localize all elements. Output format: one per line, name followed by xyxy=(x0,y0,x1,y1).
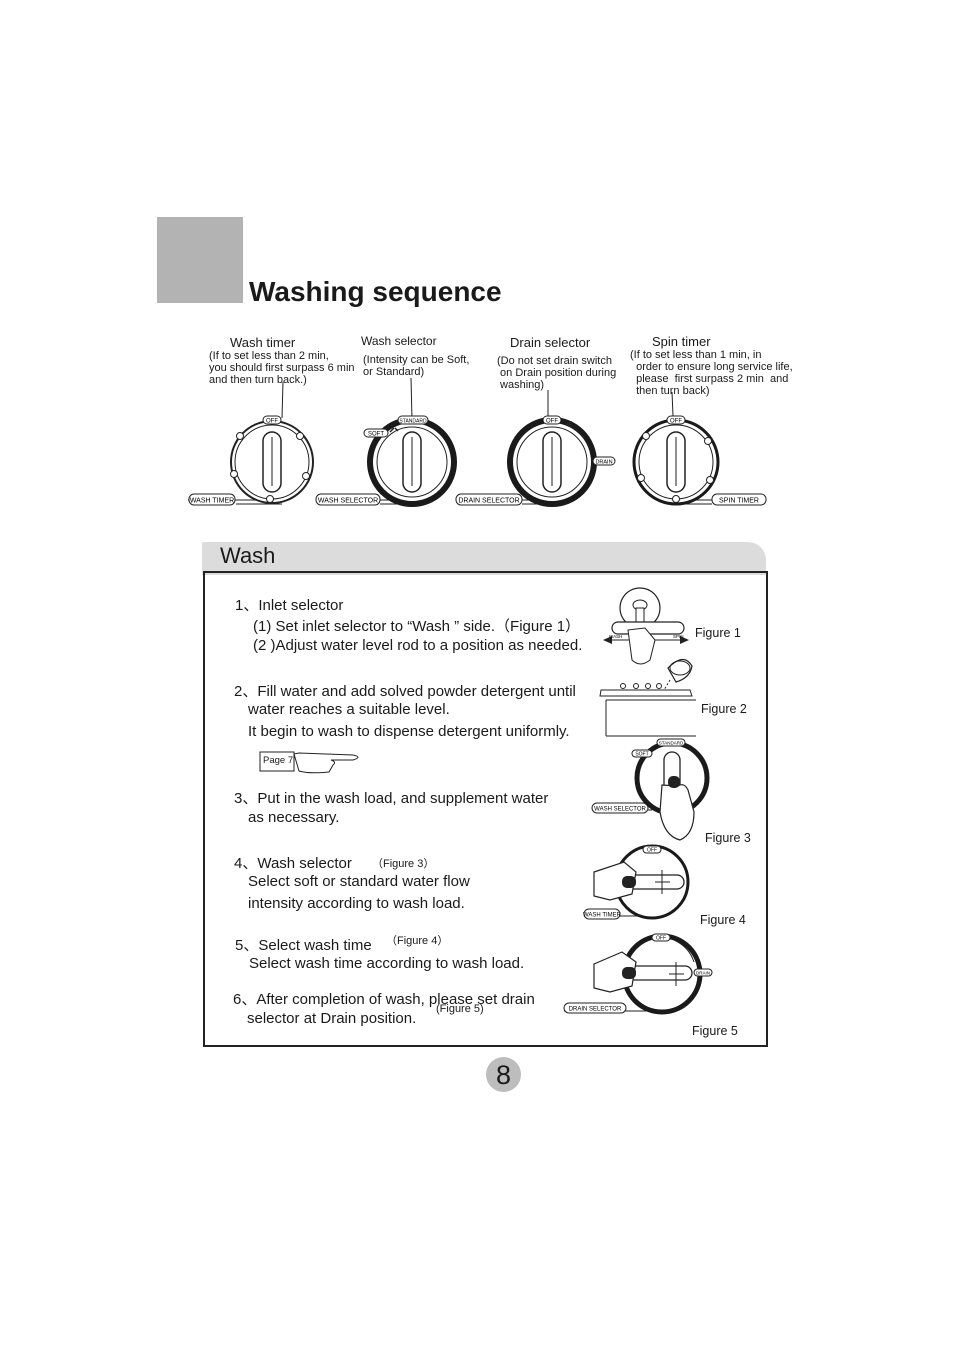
figure-2-detergent xyxy=(599,658,696,737)
wash-timer-note: (If to set less than 2 min, you should f… xyxy=(209,350,355,386)
wash-section-tab xyxy=(202,542,766,575)
spin-timer-note: (If to set less than 1 min, in order to … xyxy=(630,349,793,397)
wash-selector-standard: STANDARD xyxy=(399,419,427,425)
svg-text:OFF: OFF xyxy=(647,848,657,854)
svg-text:OFF: OFF xyxy=(656,936,666,942)
wash-section-heading: Wash xyxy=(220,543,276,568)
wash-timer-leader xyxy=(281,381,284,419)
step-6-line-2: selector at Drain position. xyxy=(247,1010,417,1027)
wash-timer-label: Wash timer xyxy=(230,335,296,350)
spin-timer-leader xyxy=(671,391,674,417)
step-1-sub-1: (1) Set inlet selector to “Wash ” side.（… xyxy=(253,618,581,635)
page-7-label: Page 7 xyxy=(263,755,294,766)
svg-text:SOFT: SOFT xyxy=(635,752,648,758)
page-title: Washing sequence xyxy=(249,276,502,307)
figure-1-caption: Figure 1 xyxy=(695,626,741,640)
drain-selector-dial: DRAIN SELECTOR OFF DRAIN xyxy=(455,415,616,507)
wash-selector-note: (Intensity can be Soft, or Standard) xyxy=(363,354,470,378)
step-4-line-3: intensity according to wash load. xyxy=(248,895,465,912)
step-5-line-2: Select wash time according to wash load. xyxy=(249,955,525,972)
section-marker xyxy=(157,217,243,303)
step-4-ref: （Figure 3） xyxy=(372,858,435,870)
figure-5-drain-selector: DRAIN SELECTOR OFF DRAIN xyxy=(563,933,713,1015)
step-1-sub-2: (2 )Adjust water level rod to a position… xyxy=(253,637,583,654)
wash-section-box xyxy=(203,571,768,1047)
wash-selector-leader xyxy=(410,377,413,421)
drain-selector-note: (Do not set drain switch on Drain positi… xyxy=(497,355,617,391)
svg-text:STANDARD: STANDARD xyxy=(659,741,684,746)
wash-timer-dial: WASH TIMER OFF xyxy=(188,415,314,506)
wash-selector-dial: WASH SELECTOR SOFT STANDARD xyxy=(315,415,457,507)
figure-4-wash-timer: WASH TIMER OFF xyxy=(583,844,690,920)
svg-text:WASH TIMER: WASH TIMER xyxy=(583,913,622,919)
step-2-line-2: water reaches a suitable level. xyxy=(248,701,450,718)
drain-selector-off: OFF xyxy=(546,419,558,425)
figure-5-caption: Figure 5 xyxy=(692,1024,738,1038)
drain-selector-label: Drain selector xyxy=(510,335,591,350)
svg-text:WASH: WASH xyxy=(609,634,622,639)
step-5-heading: 5、Select wash time xyxy=(235,937,372,954)
spin-timer-label: Spin timer xyxy=(652,334,711,349)
control-panel-dials: WASH TIMER OFF WASH SELECTOR SOFT STANDA… xyxy=(188,377,767,507)
page-number: 8 xyxy=(486,1057,521,1092)
step-4-line-2: Select soft or standard water flow xyxy=(248,873,470,890)
step-1-heading: 1、Inlet selector xyxy=(235,597,344,614)
svg-text:DRAIN SELECTOR: DRAIN SELECTOR xyxy=(569,1007,622,1013)
page-7-link[interactable]: Page 7 xyxy=(259,749,369,775)
drain-selector-panel: DRAIN SELECTOR xyxy=(458,498,519,505)
step-2-line-3: It begin to wash to dispense detergent u… xyxy=(248,723,570,740)
step-6-ref: (Figure 5) xyxy=(436,1003,484,1015)
step-3-line-2: as necessary. xyxy=(248,809,340,826)
step-6-line-1: 6、After completion of wash, please set d… xyxy=(233,991,535,1008)
wash-selector-soft: SOFT xyxy=(368,432,384,438)
wash-selector-label: Wash selector xyxy=(361,334,437,348)
svg-text:SPIN: SPIN xyxy=(673,634,684,639)
spin-timer-off: OFF xyxy=(670,419,682,425)
step-2-line-1: 2、Fill water and add solved powder deter… xyxy=(234,683,576,700)
step-4-heading: 4、Wash selector xyxy=(234,855,352,872)
figure-4-caption: Figure 4 xyxy=(700,913,746,927)
figure-3-caption: Figure 3 xyxy=(705,831,751,845)
svg-text:DRAIN: DRAIN xyxy=(696,971,710,976)
wash-timer-off: OFF xyxy=(266,419,278,425)
spin-timer-panel: SPIN TIMER xyxy=(719,498,759,505)
figure-3-wash-selector: WASH SELECTOR SOFT STANDARD xyxy=(591,738,710,841)
figure-2-caption: Figure 2 xyxy=(701,702,747,716)
wash-selector-panel: WASH SELECTOR xyxy=(318,498,378,505)
wash-timer-panel: WASH TIMER xyxy=(190,498,234,505)
step-5-ref: （Figure 4） xyxy=(386,935,449,947)
figure-1-inlet-selector: WASH SPIN xyxy=(603,587,689,665)
drain-selector-drain: DRAIN xyxy=(595,460,612,466)
step-3-line-1: 3、Put in the wash load, and supplement w… xyxy=(234,790,549,807)
svg-text:WASH SELECTOR: WASH SELECTOR xyxy=(594,807,646,813)
pointing-hand-icon xyxy=(293,752,359,774)
spin-timer-dial: SPIN TIMER OFF xyxy=(632,415,767,506)
